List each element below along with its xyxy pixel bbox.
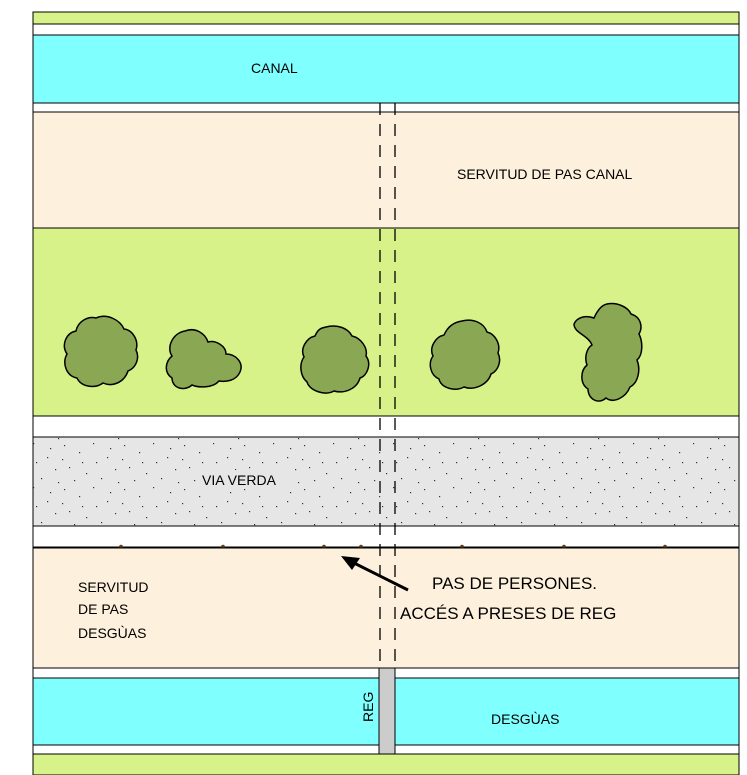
tree-3	[300, 325, 370, 394]
arrow	[341, 556, 409, 592]
servitud-desguas-label-2: DE PAS	[78, 601, 128, 617]
trees	[63, 302, 643, 402]
canal-label: CANAL	[251, 60, 298, 76]
servitud-desguas-label-1: SERVITUD	[78, 579, 149, 595]
desguas-label: DESGÙAS	[491, 711, 559, 727]
pas-persones-label-bg	[398, 570, 676, 628]
bottom-strip	[32, 753, 740, 775]
tree-4	[429, 319, 501, 390]
tree-1	[63, 315, 139, 388]
servitud-canal-band	[32, 111, 740, 229]
reg-pipe	[378, 667, 396, 755]
servitud-desguas-label-3: DESGÙAS	[78, 625, 146, 641]
top-wall	[32, 23, 740, 36]
tree-2	[165, 329, 242, 390]
via-verda-label: VIA VERDA	[202, 472, 277, 488]
pas-persones-label-1: PAS DE PERSONES.	[432, 574, 597, 593]
pas-persones-label-2: ACCÉS A PRESES DE REG	[400, 604, 616, 623]
reg-label: REG	[360, 692, 376, 722]
path-crossing-lines	[379, 103, 396, 668]
canal-band	[32, 34, 740, 104]
separator-1	[32, 415, 740, 438]
tree-5	[573, 302, 643, 402]
top-strip	[32, 11, 740, 25]
separator-2	[32, 525, 740, 549]
servitud-canal-label: SERVITUD DE PAS CANAL	[457, 166, 633, 182]
canal-bank	[32, 102, 740, 113]
via-verda-label-bg	[199, 470, 295, 489]
via-verda-band	[32, 436, 740, 527]
